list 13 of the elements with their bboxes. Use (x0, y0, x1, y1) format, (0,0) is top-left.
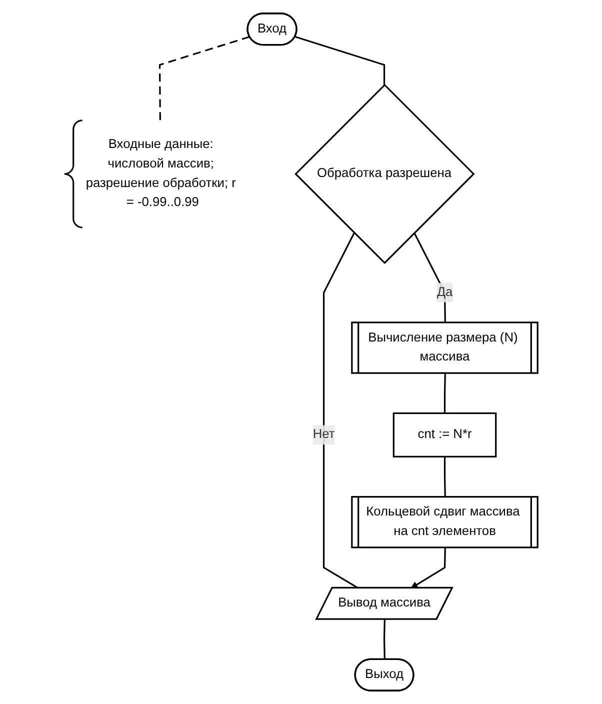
node-text: Входные данные: числовой массив; разрешение обработки; r = -0.99..0.99 (86, 138, 236, 210)
connector (444, 373, 446, 414)
connector (158, 36, 250, 121)
connector (444, 456, 446, 498)
connector (294, 36, 386, 85)
connector (322, 232, 359, 589)
connector (414, 232, 446, 323)
edge-label: Да (436, 285, 453, 300)
connector (383, 619, 386, 660)
edge-label: Нет (312, 428, 335, 442)
node-box: cnt := N*r (392, 412, 497, 458)
arrow (410, 548, 446, 588)
node-diamond: Обработка разрешена (294, 84, 475, 264)
